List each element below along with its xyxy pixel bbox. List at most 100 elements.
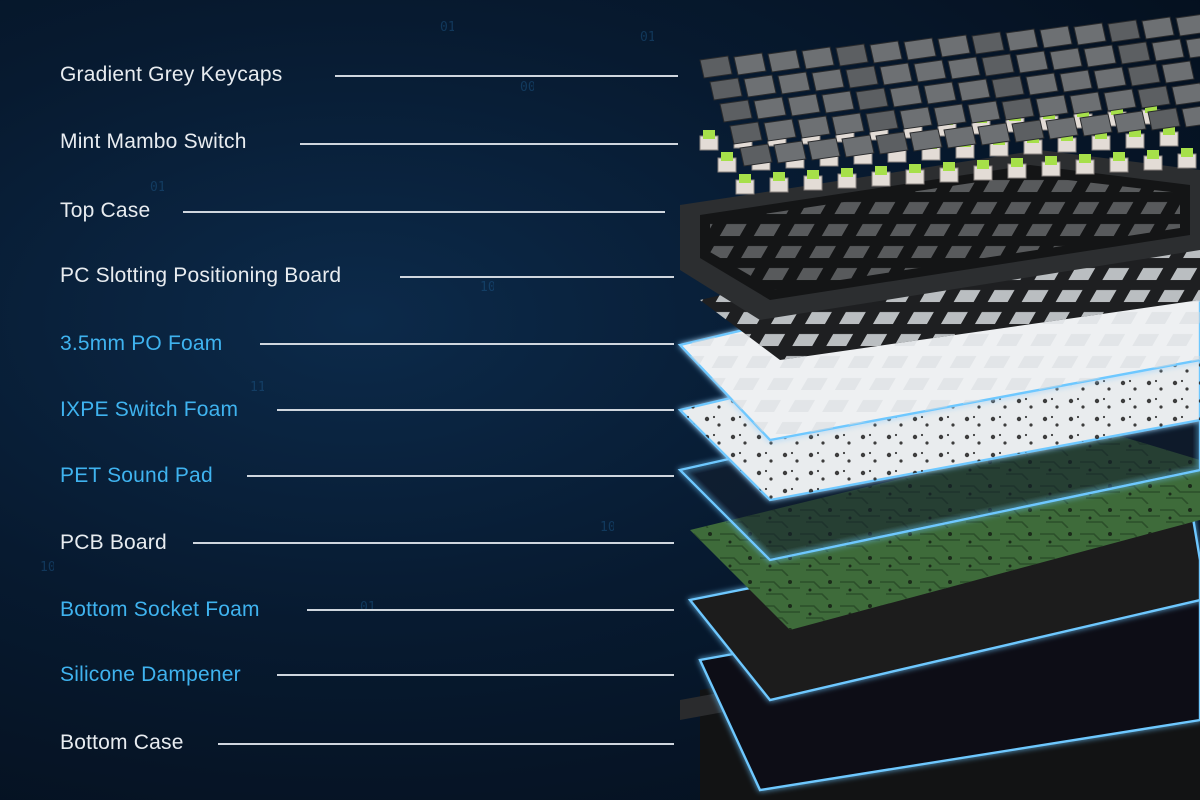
label-ixpe-switch-foam: IXPE Switch Foam: [60, 398, 239, 421]
switch: [699, 130, 719, 151]
label-po-foam: 3.5mm PO Foam: [60, 332, 223, 355]
keycap: [937, 34, 971, 58]
keycap-grid: [699, 14, 1200, 167]
leader-line-top-case: [183, 211, 665, 213]
leader-line-pet: [247, 475, 674, 477]
switch: [973, 160, 993, 181]
keycap: [1001, 97, 1035, 121]
leader-line-keycaps: [335, 75, 678, 77]
label-mint-mambo-switch: Mint Mambo Switch: [60, 130, 247, 153]
keycap: [1107, 19, 1141, 43]
keycap: [1049, 47, 1083, 71]
matrix-column: 1001011010100101: [40, 560, 54, 575]
keycap: [1025, 72, 1059, 96]
switch: [1075, 154, 1095, 175]
keycap: [719, 99, 753, 123]
keycap: [801, 46, 835, 70]
keycap: [957, 78, 991, 102]
leader-line-bottom-case: [218, 743, 674, 745]
keycap: [923, 81, 957, 105]
keycap: [913, 59, 947, 83]
keycap: [1039, 25, 1073, 49]
keycap: [787, 93, 821, 117]
label-top-case: Top Case: [60, 199, 151, 222]
keycap: [1161, 60, 1195, 84]
leader-line-dampener: [277, 674, 674, 676]
switch: [803, 170, 823, 191]
keycap: [947, 56, 981, 80]
keycap: [943, 125, 977, 149]
switch: [1091, 130, 1111, 151]
switch: [837, 168, 857, 189]
keycap: [1015, 50, 1049, 74]
keycap: [773, 140, 807, 164]
keycap: [1141, 16, 1175, 40]
keycap: [933, 103, 967, 127]
keycap: [845, 65, 879, 89]
keycap: [835, 43, 869, 67]
keycap: [807, 137, 841, 161]
keycap: [777, 71, 811, 95]
switch: [769, 172, 789, 193]
keycap: [699, 55, 733, 79]
switch: [1143, 150, 1163, 171]
keycap: [1171, 82, 1200, 106]
keycap: [981, 53, 1015, 77]
label-pet-sound-pad: PET Sound Pad: [60, 464, 213, 487]
keycap: [811, 68, 845, 92]
keycap: [971, 31, 1005, 55]
keycap: [1181, 105, 1200, 128]
leader-line-ixpe: [277, 409, 674, 411]
keycap: [1011, 119, 1045, 143]
switch: [1177, 148, 1197, 169]
switch: [1159, 126, 1179, 147]
keycap: [1147, 107, 1181, 131]
keycap: [1127, 63, 1161, 87]
leader-line-pc-board: [400, 276, 674, 278]
matrix-column: 01011010010101: [640, 30, 654, 45]
keycap: [821, 90, 855, 114]
switch: [1125, 128, 1145, 149]
keycap: [1093, 66, 1127, 90]
switch: [905, 164, 925, 185]
label-gradient-grey-keycaps: Gradient Grey Keycaps: [60, 63, 283, 86]
keycap: [709, 77, 743, 101]
matrix-column: 1100101011001010110100: [250, 380, 264, 395]
keycap: [763, 118, 797, 142]
label-bottom-case: Bottom Case: [60, 731, 184, 754]
keycap: [855, 87, 889, 111]
leader-line-switch: [300, 143, 678, 145]
matrix-column: 0110100101011010: [440, 20, 454, 35]
label-bottom-socket-foam: Bottom Socket Foam: [60, 598, 260, 621]
leader-line-pcb: [193, 542, 674, 544]
keycap: [733, 52, 767, 76]
switch: [1041, 156, 1061, 177]
label-silicone-dampener: Silicone Dampener: [60, 663, 241, 686]
keycap: [899, 106, 933, 130]
keycap: [1035, 94, 1069, 118]
keycap: [1059, 69, 1093, 93]
matrix-column: 0011010110010101: [520, 80, 534, 95]
keycap: [1185, 37, 1200, 59]
keycap: [1005, 28, 1039, 52]
keycap: [1137, 85, 1171, 109]
switch: [735, 174, 755, 195]
keycap: [1113, 110, 1147, 134]
keycap: [1045, 116, 1079, 140]
keycap: [831, 112, 865, 136]
label-pc-positioning-board: PC Slotting Positioning Board: [60, 264, 342, 287]
matrix-column: 0110010110101: [360, 600, 374, 615]
keycap: [1069, 91, 1103, 115]
keycap: [967, 100, 1001, 124]
leader-line-po-foam: [260, 343, 674, 345]
keycap: [1083, 44, 1117, 68]
matrix-column: 101001011010010110101: [480, 280, 494, 295]
keycap: [729, 121, 763, 145]
keycap: [1073, 22, 1107, 46]
keycap: [879, 62, 913, 86]
keycap: [841, 134, 875, 158]
keycap: [739, 143, 773, 167]
matrix-column: 10100101101010011: [600, 520, 614, 535]
switch: [871, 166, 891, 187]
